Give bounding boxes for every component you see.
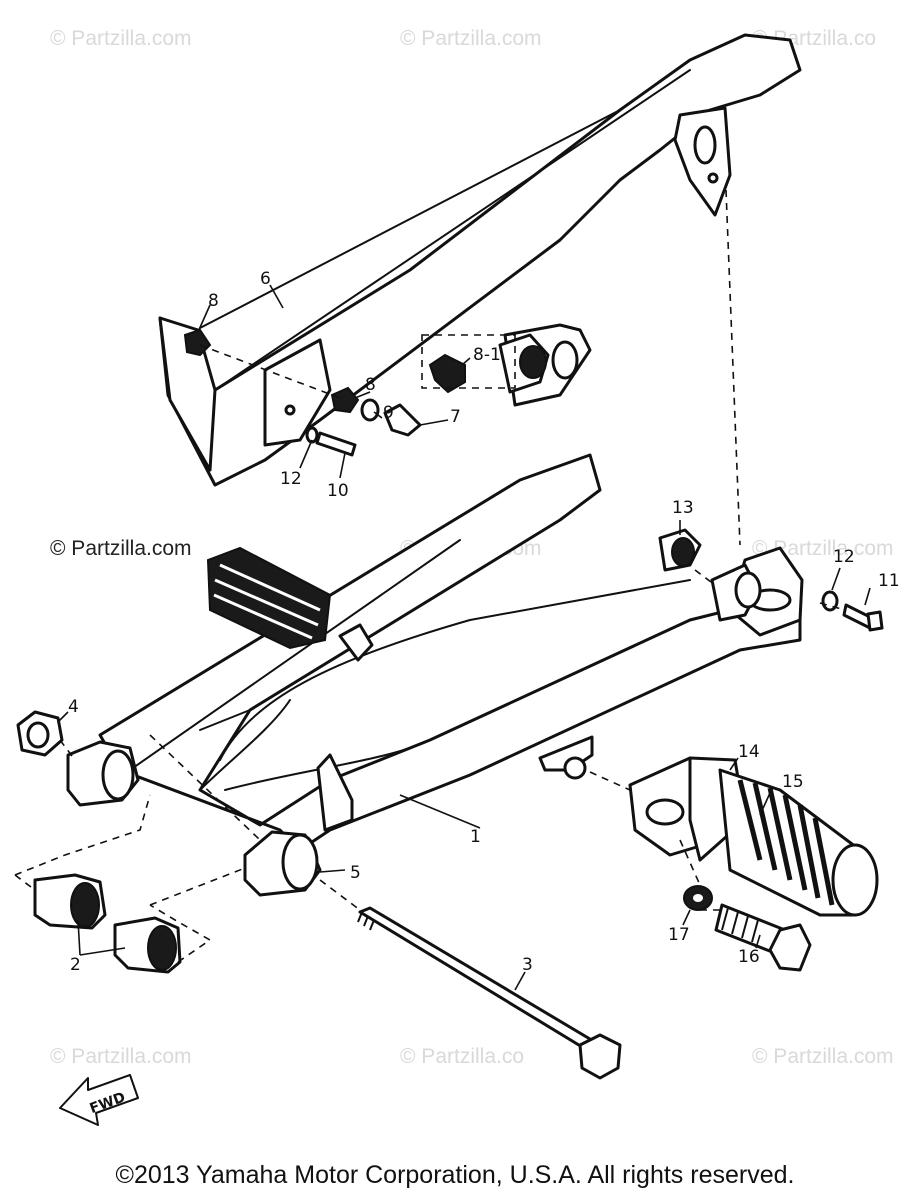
callout-12-right: 12 [833,547,855,567]
callout-16: 16 [738,947,760,967]
watermark-top-center: © Partzilla.com [400,27,542,50]
pivot-housing-upper [66,740,140,807]
bushing-part-2-lower [113,916,182,974]
bolt-part-16 [714,903,812,972]
bolt-part-11 [842,603,884,632]
watermark-mid-left: © Partzilla.com [50,537,192,560]
callout-13: 13 [672,498,694,518]
swing-arm-part-1 [98,453,802,852]
watermark-top-left: © Partzilla.com [50,27,192,50]
washer-part-9 [360,398,380,422]
watermark-mid-right: © Partzilla.com [752,537,894,560]
dashed-alignment-lines [14,189,846,963]
washer-part-17 [683,885,713,911]
footrest-rubber-part-15 [718,768,879,917]
callout-8-upper: 8 [208,291,219,311]
bushing-part-2-upper [33,873,107,930]
bolt-part-7 [383,403,422,437]
watermark-bottom-center: © Partzilla.co [400,1045,524,1068]
watermark-bottom-right: © Partzilla.com [752,1045,894,1068]
callout-9: 9 [383,403,394,423]
pivot-shaft-part-3 [357,906,622,1080]
callout-8-lower: 8 [365,375,376,395]
nut-part-8-lower [330,386,360,414]
collar-left-axle [498,333,550,394]
callout-14: 14 [738,742,760,762]
callout-8-1: 8-1 [473,345,501,365]
leader-lines [57,284,871,991]
nut-part-8-1 [428,353,466,394]
callout-1: 1 [470,827,481,847]
fwd-arrow-icon: FWD [59,1074,139,1126]
callout-3: 3 [522,955,533,975]
footrest-rubber-left [206,546,332,650]
callout-10: 10 [327,481,349,501]
callout-labels: 1 2 3 4 5 6 7 8 8 8-1 9 10 11 12 12 13 1… [68,269,900,975]
hardware-group-left [183,328,466,457]
copyright-notice: ©2013 Yamaha Motor Corporation, U.S.A. A… [116,1161,795,1189]
collar-right-axle [710,563,762,622]
watermark-bottom-left: © Partzilla.com [50,1045,192,1068]
callout-15: 15 [782,772,804,792]
washer-part-12-left [305,426,319,444]
callout-12-left: 12 [280,469,302,489]
callout-2: 2 [70,955,81,975]
collar-part-13 [658,528,702,572]
bushing-part-5 [243,830,322,897]
chain-guard-part-6 [158,33,802,487]
bolt-part-10 [315,431,357,457]
callout-4: 4 [68,697,79,717]
callout-11: 11 [878,571,900,591]
callout-17: 17 [668,925,690,945]
nut-part-4 [16,710,64,757]
callout-6: 6 [260,269,271,289]
callout-5: 5 [350,863,361,883]
callout-7: 7 [450,407,461,427]
nut-part-8-upper [183,328,212,357]
